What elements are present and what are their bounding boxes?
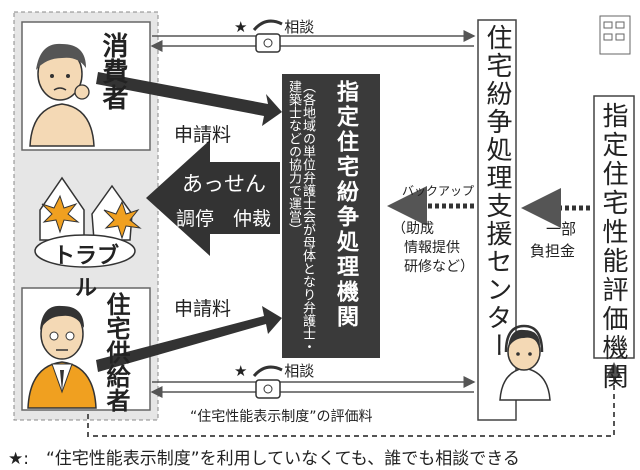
dispute-org-note: （各地域の単位弁護士会が母体となり弁護士・建築士などの協力で運営） — [286, 80, 315, 353]
building-icon — [599, 15, 631, 55]
consult-label-bottom: ★ 相談 — [234, 360, 314, 381]
operator-icon — [499, 324, 551, 401]
consumer-icon — [29, 43, 95, 147]
support-label-line3: 研修など） — [404, 259, 474, 275]
fee-label-bottom: 申請料 — [174, 298, 232, 320]
supplier-icon — [27, 305, 97, 409]
supplier-label: 住宅供給者 — [102, 292, 130, 412]
evaluation-org-label: 指定住宅性能評価機関 — [598, 102, 628, 392]
trouble-houses-icon — [34, 176, 142, 268]
evaluation-fee-label: “住宅性能表示制度”の評価料 — [190, 409, 373, 425]
evaluation-fee-path — [87, 362, 622, 437]
phone-icon-top — [252, 19, 283, 53]
star-mark-top: ★ — [234, 18, 248, 36]
consult-arrows-top — [150, 30, 476, 52]
consult-label-top: ★ 相談 — [234, 16, 314, 37]
consumer-label: 消費者 — [98, 32, 128, 110]
footnote: ★: “住宅性能表示制度”を利用していなくても、誰でも相談できる — [8, 444, 520, 469]
phone-icon-bottom — [252, 365, 283, 399]
dispute-org-title: 指定住宅紛争処理機関 — [333, 80, 358, 330]
footnote-star: ★ — [8, 449, 24, 469]
consult-arrows-bottom — [150, 376, 476, 398]
mediation-label-line1: あっせん — [182, 172, 266, 196]
mediation-arrow — [146, 140, 280, 256]
evaluation-org-box — [593, 95, 635, 359]
partial-label-line2: 負担金 — [530, 242, 576, 260]
consult-text-bottom: 相談 — [284, 362, 315, 380]
support-label-line1: （助成 — [392, 221, 434, 237]
center-label: 住宅紛争処理支援センター — [482, 24, 512, 360]
backup-label: バックアップ — [402, 184, 475, 198]
consult-text-top: 相談 — [284, 18, 315, 36]
support-label-line2: 情報提供 — [404, 240, 460, 256]
mediation-label-line2: 調停 仲裁 — [176, 208, 272, 230]
fee-label-top: 申請料 — [174, 124, 232, 146]
fee-arrow-top — [96, 72, 282, 126]
dispute-org-box — [282, 74, 380, 358]
footnote-text: : “住宅性能表示制度”を利用していなくても、誰でも相談できる — [23, 449, 520, 469]
star-mark-bottom: ★ — [234, 362, 248, 380]
partial-label-line1: 一部 — [546, 220, 577, 238]
fee-arrow-bottom — [96, 306, 282, 372]
trouble-label: トラブル — [52, 244, 119, 301]
